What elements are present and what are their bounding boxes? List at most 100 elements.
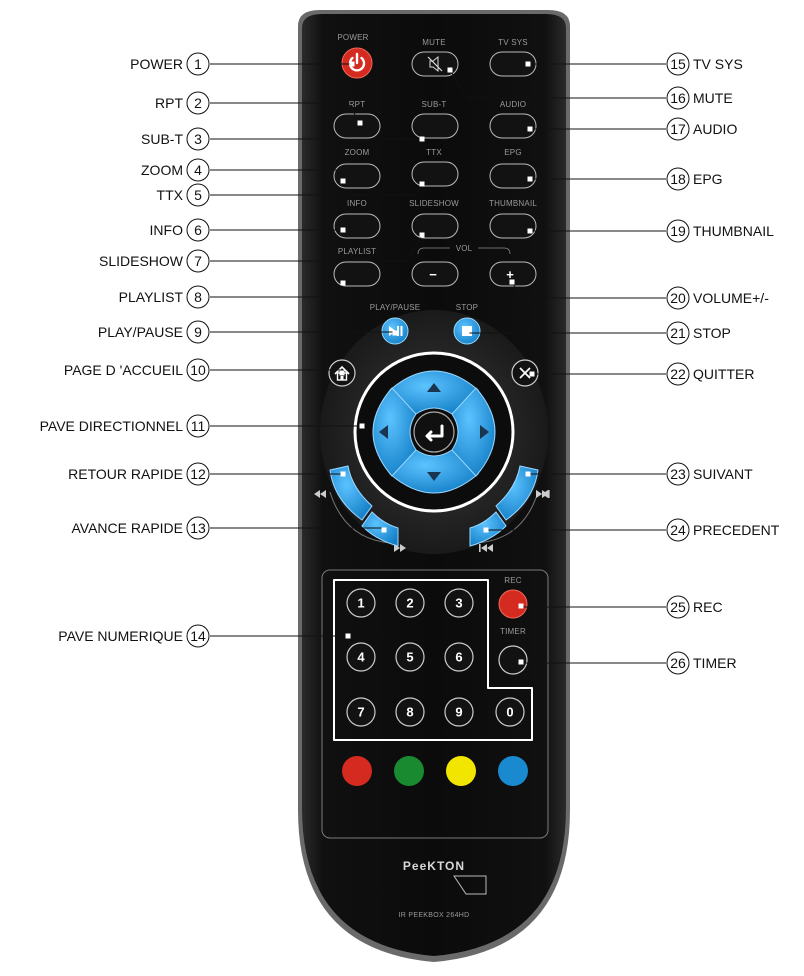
volume-up-button[interactable]: +	[489, 261, 537, 287]
info-button[interactable]	[333, 213, 381, 239]
callout-anchor	[340, 178, 346, 184]
callout-number: 4	[194, 162, 202, 178]
vol-label: VOL	[456, 244, 473, 253]
arrow-left-icon	[379, 425, 388, 439]
callout-number: 24	[670, 522, 686, 538]
callout-label: INFO	[150, 222, 184, 238]
timer-button[interactable]	[498, 645, 528, 675]
callout-anchor	[518, 659, 524, 665]
callout-number-circle	[186, 183, 210, 207]
zoom-button[interactable]	[333, 163, 381, 189]
callout-number: 23	[670, 466, 686, 482]
callout-number-circle	[666, 518, 690, 542]
slideshow-button[interactable]	[411, 213, 459, 239]
fast-forward-button[interactable]	[361, 511, 399, 547]
next-button[interactable]	[495, 465, 539, 521]
callout-number-circle	[186, 320, 210, 344]
callout-number: 9	[194, 324, 202, 340]
slideshow-button-label: SLIDESHOW	[409, 199, 459, 208]
timer-button-label: TIMER	[500, 627, 526, 636]
callout-number: 19	[670, 223, 686, 239]
callout-number-circle	[666, 52, 690, 76]
dpad-left-button[interactable]	[372, 387, 417, 477]
callout-number-circle	[186, 158, 210, 182]
number-key-1[interactable]: 1	[346, 588, 376, 618]
blue-key[interactable]	[498, 756, 528, 786]
callout-leader	[449, 69, 666, 99]
epg-button[interactable]	[489, 163, 537, 189]
callout-leader	[210, 169, 344, 182]
power-button[interactable]	[341, 47, 373, 79]
home-button[interactable]	[328, 359, 356, 387]
zoom-button-label: ZOOM	[345, 148, 370, 157]
number-key-9[interactable]: 9	[444, 697, 474, 727]
callout-number: 18	[670, 171, 686, 187]
callout-number: 8	[194, 289, 202, 305]
rpt-button[interactable]	[333, 113, 381, 139]
ttx-button[interactable]	[411, 161, 459, 187]
volume-up-sign: +	[506, 267, 514, 282]
callout-label: TTX	[157, 187, 184, 203]
callout-anchor	[527, 126, 533, 132]
number-key-7[interactable]: 7	[346, 697, 376, 727]
number-key-4[interactable]: 4	[346, 642, 376, 672]
number-key-label: 9	[455, 705, 462, 720]
color-keys	[342, 756, 528, 786]
callout-number: 12	[190, 466, 206, 482]
number-key-label: 3	[455, 596, 462, 611]
callout-number: 25	[670, 599, 686, 615]
callout-number: 11	[191, 418, 206, 434]
callout-number-circle	[186, 249, 210, 273]
callout-label: PLAYLIST	[119, 289, 184, 305]
green-key[interactable]	[394, 756, 424, 786]
callout-anchor	[340, 471, 346, 477]
sub-t-button-label: SUB-T	[422, 100, 447, 109]
number-key-3[interactable]: 3	[444, 588, 474, 618]
ok-enter-button[interactable]	[413, 411, 455, 453]
model-name: IR PEEKBOX 264HD	[399, 912, 470, 919]
playlist-button[interactable]	[333, 261, 381, 287]
callout-number-circle	[186, 358, 210, 382]
callout-anchor	[419, 232, 425, 238]
callout-number-circle	[186, 218, 210, 242]
audio-button[interactable]	[489, 113, 537, 139]
speaker-muted-icon	[427, 55, 443, 73]
callout-anchor	[340, 280, 346, 286]
number-key-5[interactable]: 5	[395, 642, 425, 672]
callout-anchor	[345, 633, 351, 639]
exit-button[interactable]	[511, 359, 539, 387]
callout-leader	[210, 234, 423, 262]
volume-down-button[interactable]: −	[411, 261, 459, 287]
thumbnail-button[interactable]	[489, 213, 537, 239]
stop-button-label: STOP	[456, 303, 478, 312]
callout-label: SLIDESHOW	[99, 253, 184, 269]
number-key-label: 7	[357, 705, 364, 720]
number-key-2[interactable]: 2	[395, 588, 425, 618]
dpad-right-button[interactable]	[451, 387, 496, 477]
callout-anchor	[525, 471, 531, 477]
brand-logo: PeeKTON	[403, 859, 465, 873]
callout-label: REC	[693, 599, 723, 615]
red-key[interactable]	[342, 756, 372, 786]
number-key-label: 4	[357, 650, 365, 665]
fast-rewind-button[interactable]	[329, 465, 373, 521]
sub-t-button[interactable]	[411, 113, 459, 139]
mute-button[interactable]	[411, 51, 459, 77]
number-key-8[interactable]: 8	[395, 697, 425, 727]
callout-anchor	[392, 330, 398, 336]
callout-number-circle	[666, 167, 690, 191]
mute-button-label: MUTE	[422, 38, 445, 47]
callout-label: SUB-T	[141, 131, 183, 147]
callout-number: 26	[670, 655, 686, 671]
epg-button-label: EPG	[504, 148, 522, 157]
callout-leader	[210, 102, 361, 124]
callout-label: VOLUME+/-	[693, 290, 769, 306]
callout-label: PAGE D 'ACCUEIL	[64, 362, 183, 378]
yellow-key[interactable]	[446, 756, 476, 786]
number-key-label: 1	[357, 596, 364, 611]
callout-number: 1	[194, 56, 202, 72]
number-key-6[interactable]: 6	[444, 642, 474, 672]
rec-button[interactable]	[498, 589, 528, 619]
number-key-0[interactable]: 0	[495, 697, 525, 727]
callout-anchor	[518, 603, 524, 609]
